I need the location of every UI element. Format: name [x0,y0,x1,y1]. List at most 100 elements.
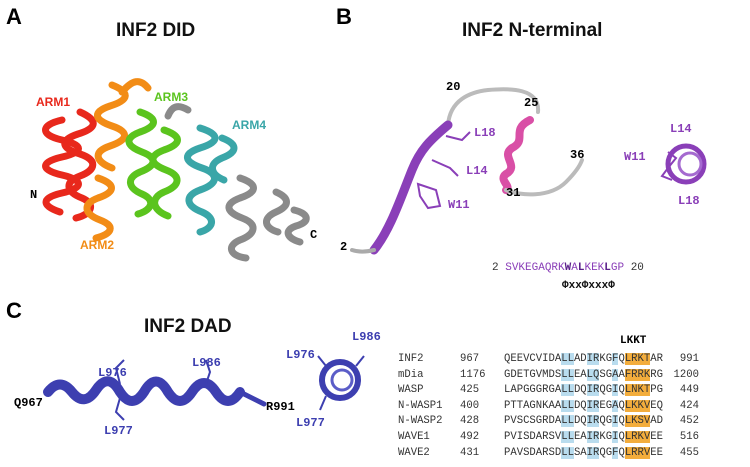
sequence-gp: GP [610,262,625,274]
sequence-a: A [571,262,578,274]
sequence-segment: KG [599,430,613,443]
sequence-segment: SG [599,368,613,381]
sequence-segment: IR [586,353,600,365]
label-l977: L977 [104,424,133,438]
sequence-segment: LKKV [624,399,651,412]
sequence-segment: QG [599,446,613,459]
panel-c-title: INF2 DAD [144,316,232,337]
sequence-segment: Q [618,384,625,397]
nterm-sequence: 2 SVKEGAQRKWALKEKLGP 20 [492,262,644,274]
sequence-segment: LQ [586,368,600,381]
panel-b-letter: B [336,4,352,29]
sequence-segment: Q [618,446,625,459]
sequence-segment: PVSCSGRDA [504,415,562,428]
label-end-l986: L986 [352,330,381,344]
sequence-segment: FRRK [624,368,651,381]
sequence-segment: I [612,415,619,428]
sequence-segment: RG [650,368,663,381]
label-l986: L986 [192,356,221,370]
end-position: 991 [679,353,699,365]
label-arm3: ARM3 [154,90,189,104]
sequence-segment: QG [599,384,613,397]
sequence-segment: LL [561,430,574,443]
sequence-mid: KEK [584,262,605,274]
nterm-end-view [660,143,707,185]
residue-25: 25 [524,96,539,110]
sequence-segment: LL [561,399,574,412]
sequence-segment: LL [561,415,574,428]
sequence-segment: AD [650,415,663,428]
dad-sidechains [114,359,212,421]
panel-c-letter: C [6,298,22,323]
start-position: 431 [460,446,480,459]
sequence-segment: DQ [573,415,587,428]
protein-name: N-WASP1 [398,399,443,412]
label-l18: L18 [474,126,496,140]
sequence-segment: IR [586,399,600,412]
sequence-segment: A [618,368,625,381]
dad-helix [43,376,267,407]
end-position: 424 [679,399,699,412]
label-l976: L976 [98,366,127,380]
residue-31: 31 [506,186,521,200]
label-c-terminus: C [310,228,318,242]
start-position: 1176 [460,368,486,381]
sequence-pre: SVKEGAQRK [505,262,565,274]
aligned-sequence: PAVSDARSDLLSAIRQGFQLRRVEE [504,446,663,462]
sequence-segment: PVISDARSV [504,430,562,443]
protein-name: INF2 [398,353,424,365]
sequence-segment: LRKV [624,430,651,443]
arm1-helices [42,108,97,222]
sequence-segment: LL [561,353,574,365]
start-position: 967 [460,353,480,365]
end-position: 452 [679,415,699,428]
sequence-segment: Q [618,353,625,365]
panel-b-title: INF2 N-terminal [462,20,603,41]
label-n-terminus: N [30,188,38,202]
label-arm2: ARM2 [80,238,115,252]
label-end-l18: L18 [678,194,700,208]
start-position: 428 [460,415,480,428]
arm4-helices [184,124,238,236]
sequence-segment: LRRV [624,446,651,459]
sequence-segment: KG [599,353,613,365]
start-position: 400 [460,399,480,412]
residue-2: 2 [340,240,348,254]
aligned-sequence: PTTAGNKAALLDQIREGAQLKKVEQ [504,399,663,415]
sequence-segment: LNKT [624,384,651,397]
sequence-segment: EA [573,430,587,443]
sequence-segment: PTTAGNKAA [504,399,562,412]
sequence-segment: LL [561,368,574,381]
residue-20: 20 [446,80,461,94]
sequence-segment: QG [599,415,613,428]
protein-name: WAVE2 [398,446,430,459]
sequence-segment: I [612,430,619,443]
aligned-sequence: QEEVCVIDALLADIRKGFQLRKTAR [504,352,663,368]
sequence-segment: EG [599,399,613,412]
sequence-segment: LKSV [624,415,651,428]
sequence-start: 2 [492,262,499,274]
sequence-segment: DQ [573,399,587,412]
sequence-segment: EE [650,430,663,443]
protein-name: N-WASP2 [398,415,443,428]
sequence-l1: L [577,262,585,274]
aligned-sequence: PVISDARSVLLEAIRKGIQLRKVEE [504,430,663,446]
sequence-segment: Q [618,399,625,412]
sequence-segment: LL [561,384,574,397]
panel-a-letter: A [6,4,22,29]
sequence-segment: I [612,384,619,397]
sequence-w: W [564,262,572,274]
sequence-segment: IR [586,446,600,459]
sequence-segment: AD [573,353,587,365]
dad-end-view [317,355,365,411]
cterm-helices [164,103,310,262]
motif-pattern: ΦxxΦxxxΦ [562,280,615,292]
aligned-sequence: LAPGGGRGALLDQIRQGIQLNKTPG [504,383,663,399]
aligned-sequence: PVSCSGRDALLDQIRQGIQLKSVAD [504,414,663,430]
